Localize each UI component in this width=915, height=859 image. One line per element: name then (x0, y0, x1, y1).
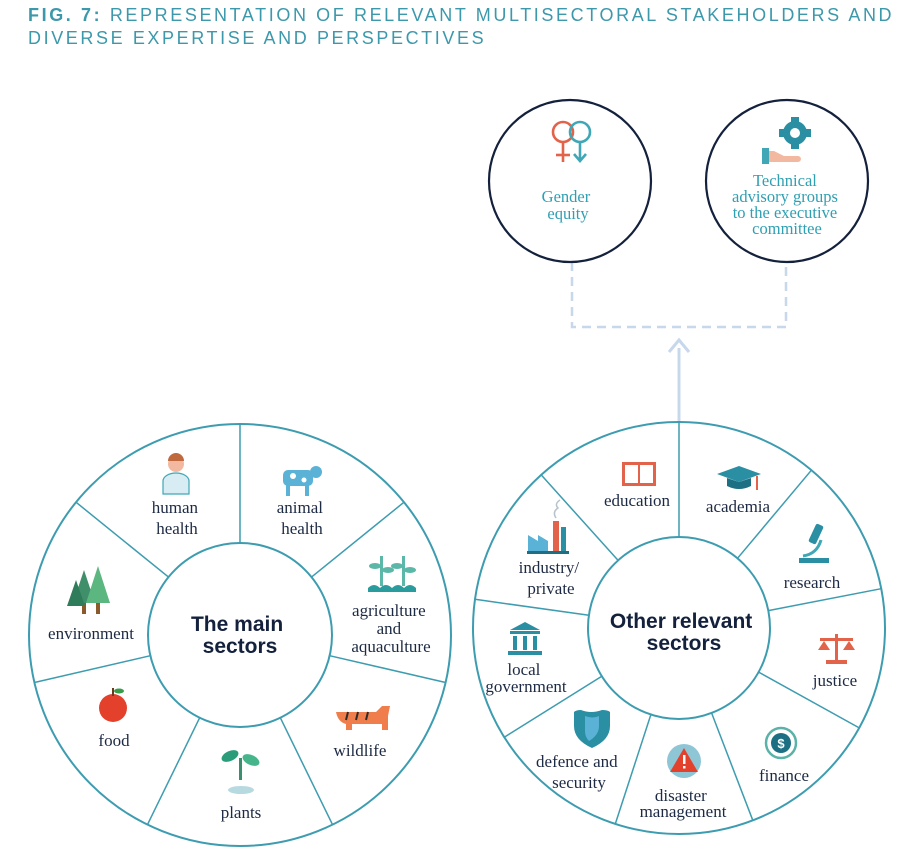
sector-justice: justice (812, 634, 857, 690)
other-wheel-dividers (474, 422, 882, 825)
sector-environment: environment (48, 566, 134, 643)
technical-advisory-circle: Technical advisory groups to the executi… (704, 98, 870, 264)
wheel-divider (474, 598, 590, 617)
wheel-divider (146, 717, 201, 825)
dollar-coin-icon: $ (764, 726, 798, 760)
svg-text:environment: environment (48, 624, 134, 643)
svg-text:food: food (98, 731, 130, 750)
sector-animal-health: animal health (277, 466, 328, 538)
sector-finance: $ finance (759, 726, 809, 785)
sector-human-health: human health (152, 453, 203, 538)
svg-text:finance: finance (759, 766, 809, 785)
svg-text:human health: human health (152, 498, 203, 538)
wheel-divider (540, 474, 619, 561)
svg-text:industry/ private: industry/ private (519, 558, 584, 598)
sector-wildlife: wildlife (334, 706, 390, 760)
wheel-divider (736, 469, 812, 559)
svg-text:$: $ (777, 736, 785, 751)
hand-gear-icon (762, 117, 811, 164)
tiger-icon (336, 706, 390, 730)
svg-text:academia: academia (706, 497, 771, 516)
wheel-divider (329, 654, 446, 684)
sector-education: education (604, 462, 671, 510)
sector-academia: academia (706, 466, 771, 516)
doctor-icon (162, 453, 190, 495)
wheel-divider (311, 501, 405, 578)
technical-advisory-label: Technical advisory groups to the executi… (732, 171, 842, 238)
trees-icon (67, 566, 110, 614)
shield-icon (574, 710, 610, 748)
svg-text:education: education (604, 491, 671, 510)
sector-defence: defence and security (536, 710, 622, 792)
wheel-divider (710, 712, 754, 821)
other-sectors-wheel: Other relevant sectors education academi… (472, 421, 886, 835)
apple-icon (99, 688, 127, 722)
wheel-divider (614, 714, 652, 825)
gender-equity-label: Gender equity (542, 187, 595, 223)
sector-disaster: disaster management (640, 744, 727, 821)
svg-text:disaster management: disaster management (640, 786, 727, 821)
sector-industry: industry/ private (519, 499, 584, 598)
main-sectors-wheel: The main sectors human health (28, 423, 452, 847)
crops-icon (368, 556, 416, 592)
connector-lines (570, 262, 788, 422)
svg-text:wildlife: wildlife (334, 741, 387, 760)
wheel-divider (34, 654, 151, 684)
main-sectors-hub-label: The main sectors (191, 613, 289, 658)
svg-text:animal health: animal health (277, 498, 328, 538)
gender-symbols-icon (551, 120, 592, 163)
figure-number: FIG. 7: (28, 5, 103, 25)
warning-gear-icon (667, 744, 701, 778)
wheel-divider (279, 717, 334, 825)
cow-icon (283, 466, 322, 496)
book-icon (622, 462, 656, 486)
figure-title-text: REPRESENTATION OF RELEVANT MULTISECTORAL… (28, 5, 895, 48)
wheel-divider (758, 671, 860, 729)
wheel-divider (503, 675, 603, 738)
scales-icon (818, 634, 855, 664)
government-building-icon (508, 622, 542, 655)
svg-text:agriculture and: agriculture and aquaculture (351, 601, 430, 656)
microscope-icon (799, 523, 829, 563)
graduation-cap-icon (717, 466, 761, 490)
wheel-divider (75, 501, 169, 578)
sector-agriculture: agriculture and aquaculture (351, 556, 431, 656)
sector-food: food (98, 688, 130, 750)
svg-text:defence and security: defence and security (536, 752, 622, 792)
gender-equity-circle: Gender equity (487, 98, 653, 264)
wheel-divider (768, 587, 882, 612)
svg-text:research: research (784, 573, 841, 592)
sprout-icon (221, 750, 260, 794)
svg-text:justice: justice (812, 671, 857, 690)
sector-local-gov: local government (485, 622, 567, 696)
figure-title: FIG. 7: REPRESENTATION OF RELEVANT MULTI… (28, 4, 898, 50)
main-wheel-dividers (34, 424, 446, 825)
svg-text:plants: plants (221, 803, 262, 822)
svg-text:local government: local government (485, 660, 566, 696)
sector-research: research (784, 523, 841, 592)
sector-plants: plants (221, 750, 262, 822)
factory-icon (527, 499, 569, 554)
other-sectors-hub-label: Other relevant sectors (610, 610, 758, 655)
